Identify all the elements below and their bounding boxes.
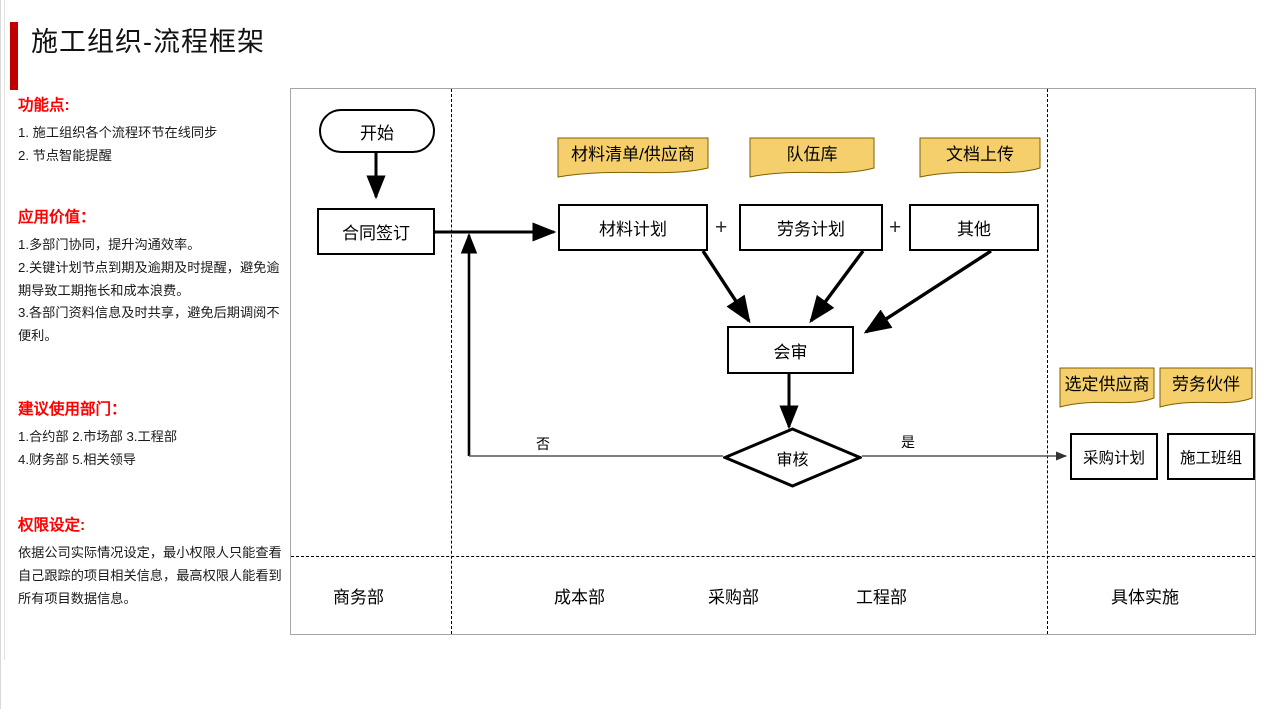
page-title: 施工组织-流程框架 [31,27,265,57]
page-left-edge [0,0,1,709]
node-joint-review[interactable]: 会审 [727,326,854,374]
edge-label-yes: 是 [901,434,915,450]
node-approval-decision[interactable]: 审核 [723,427,862,488]
sidebar-line-features-2: 2. 节点智能提醒 [18,148,112,164]
node-material-plan-label: 材料计划 [599,220,667,239]
sidebar-line-value-2: 2.关键计划节点到期及逾期及时提醒，避免逾期导致工期拖长和成本浪费。 [18,260,280,298]
sidebar-block-features: 功能点: 1. 施工组织各个流程环节在线同步 2. 节点智能提醒 [18,96,286,168]
sidebar-line-value-1: 1.多部门协同，提升沟通效率。 [18,237,201,253]
sidebar-heading-value: 应用价值： [18,209,96,226]
sidebar-line-features-1: 1. 施工组织各个流程环节在线同步 [18,125,218,141]
note-team-pool-label: 队伍库 [786,145,838,164]
note-document-upload-label: 文档上传 [946,145,1014,164]
note-document-upload[interactable]: 文档上传 [919,137,1041,178]
node-start[interactable]: 开始 [319,109,435,153]
node-contract-signing[interactable]: 合同签订 [317,208,435,255]
operator-plus-1: + [715,216,728,239]
sidebar-line-value-3: 3.各部门资料信息及时共享，避免后期调阅不便利。 [18,305,280,344]
note-team-pool[interactable]: 队伍库 [749,137,875,178]
title-accent-bar [10,22,18,90]
sidebar-block-value: 应用价值： 1.多部门协同，提升沟通效率。 2.关键计划节点到期及逾期及时提醒，… [18,208,286,348]
note-selected-supplier-label: 选定供应商 [1064,375,1150,394]
sidebar-line-departments-1: 1.合约部 2.市场部 3.工程部 [18,429,178,445]
flowchart-frame: 开始 合同签订 材料清单/供应商 队伍库 文档上传 材料计划 + 劳务计划 + … [290,88,1256,635]
note-material-list[interactable]: 材料清单/供应商 [557,137,709,178]
sidebar-line-departments-2: 4.财务部 5.相关领导 [18,452,136,468]
dept-label-procurement: 采购部 [708,588,759,607]
node-construction-team[interactable]: 施工班组 [1167,433,1255,480]
swimlane-divider-2 [1047,89,1048,634]
sidebar-block-departments: 建议使用部门： 1.合约部 2.市场部 3.工程部 4.财务部 5.相关领导 [18,400,286,472]
node-joint-review-label: 会审 [773,342,808,362]
node-other-plan[interactable]: 其他 [909,204,1039,251]
sidebar-heading-permissions: 权限设定: [18,517,86,534]
dept-label-cost: 成本部 [554,588,605,607]
sidebar-block-permissions: 权限设定: 依据公司实际情况设定，最小权限人只能查看自己跟踪的项目相关信息，最高… [18,516,286,610]
node-purchase-plan[interactable]: 采购计划 [1070,433,1158,480]
sidebar-line-permissions-1: 依据公司实际情况设定，最小权限人只能查看自己跟踪的项目相关信息，最高权限人能看到… [18,545,282,606]
node-other-plan-label: 其他 [957,220,991,239]
note-selected-supplier[interactable]: 选定供应商 [1059,367,1155,408]
node-approval-decision-label: 审核 [776,451,809,469]
node-material-plan[interactable]: 材料计划 [558,204,708,251]
node-contract-signing-label: 合同签订 [342,224,410,243]
note-material-list-label: 材料清单/供应商 [571,145,695,164]
note-labor-partner-label: 劳务伙伴 [1172,375,1240,394]
dept-label-implementation: 具体实施 [1111,588,1179,607]
dept-label-engineering: 工程部 [856,588,907,607]
swimlane-divider-1 [451,89,452,634]
note-labor-partner[interactable]: 劳务伙伴 [1159,367,1253,408]
edge-label-no: 否 [536,436,550,452]
node-purchase-plan-label: 采购计划 [1082,449,1145,467]
page-left-edge-inner [4,0,5,660]
node-labor-plan[interactable]: 劳务计划 [739,204,883,251]
dept-label-business: 商务部 [333,588,384,607]
sidebar-heading-features: 功能点: [18,97,70,114]
sidebar-heading-departments: 建议使用部门： [18,401,127,418]
node-labor-plan-label: 劳务计划 [777,220,845,239]
node-start-label: 开始 [360,123,394,143]
operator-plus-2: + [889,216,902,239]
node-construction-team-label: 施工班组 [1179,449,1242,467]
swimlane-divider-bottom [291,556,1255,557]
